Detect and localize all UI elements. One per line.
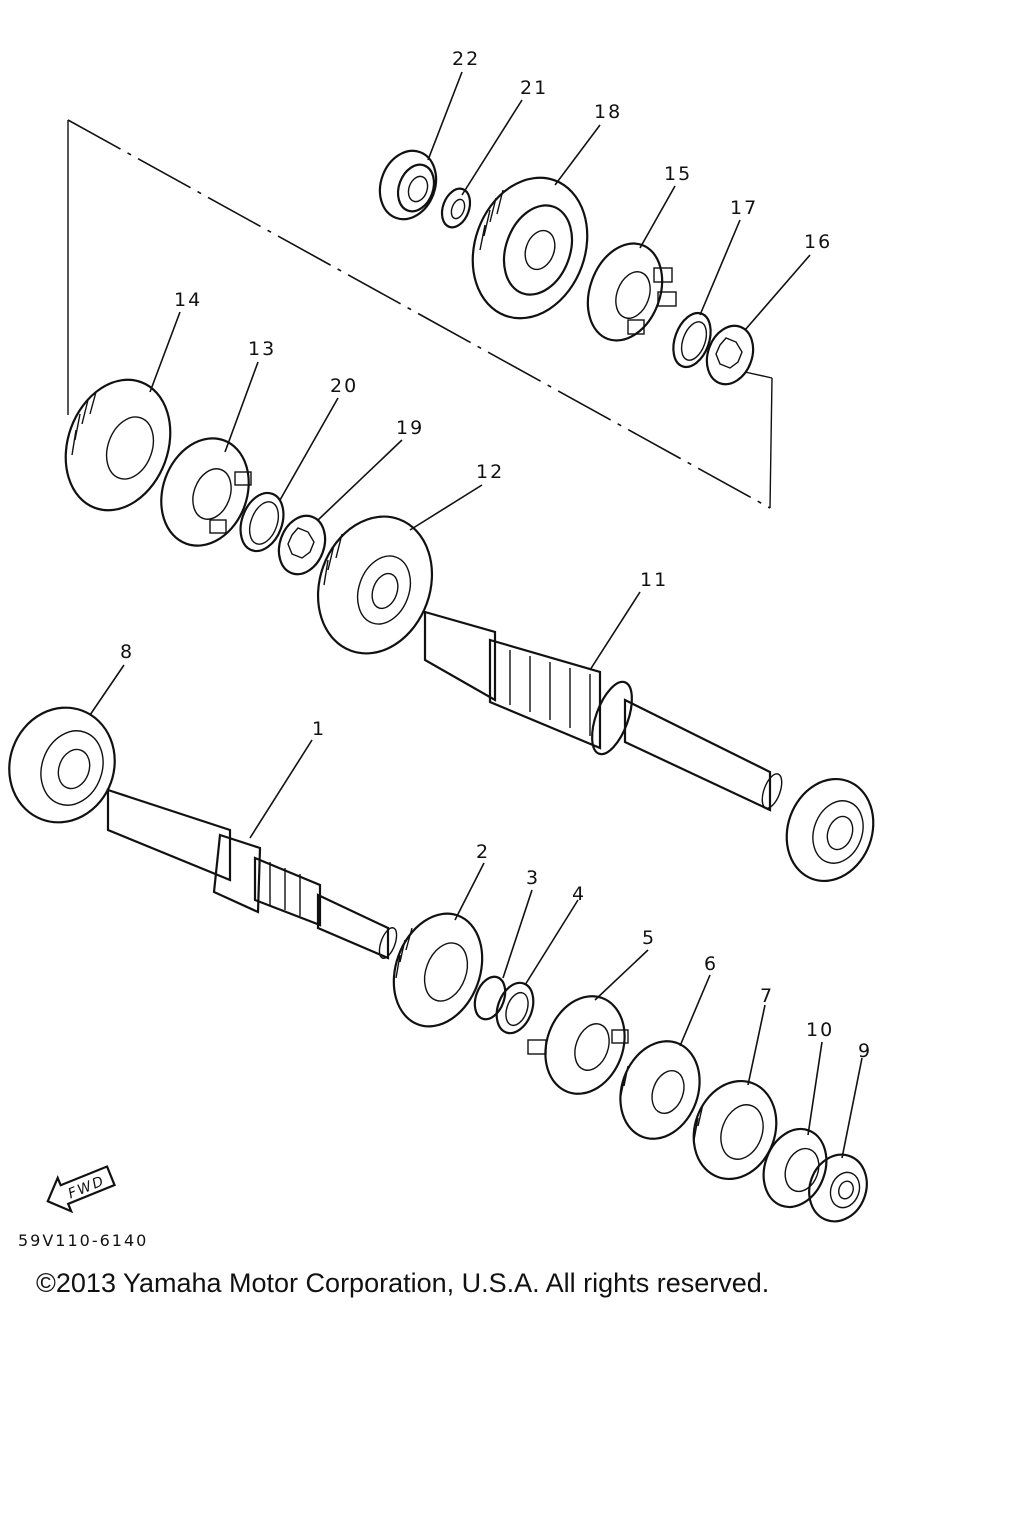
fwd-arrow-icon: FWD <box>46 1165 116 1214</box>
group-boundary-lines <box>67 119 773 509</box>
part-17-circlip <box>672 311 712 369</box>
callout-5: 5 <box>642 927 656 949</box>
part-21-washer <box>440 187 472 229</box>
part-20-circlip <box>239 491 285 553</box>
callout-16: 16 <box>804 231 832 253</box>
callout-14: 14 <box>174 289 202 311</box>
callout-3: 3 <box>526 867 540 889</box>
part-13-dog-gear <box>160 437 252 547</box>
callout-20: 20 <box>330 375 358 397</box>
part-15-dog-gear <box>586 242 677 342</box>
part-11-end-bearing <box>785 777 875 883</box>
callout-21: 21 <box>520 77 548 99</box>
callout-17: 17 <box>730 197 758 219</box>
leader-lines <box>89 71 863 1159</box>
part-8-bearing <box>8 706 116 824</box>
callout-18: 18 <box>594 101 622 123</box>
callout-15: 15 <box>664 163 692 185</box>
callout-1: 1 <box>312 718 326 740</box>
callout-4: 4 <box>572 883 586 905</box>
transmission-exploded-diagram: 22 21 18 15 17 16 14 13 20 19 12 11 8 1 … <box>8 48 875 1250</box>
part-7-gear <box>692 1079 778 1181</box>
part-14-gear <box>64 378 172 512</box>
part-10-bearing <box>762 1127 828 1209</box>
part-4-washer <box>495 981 535 1035</box>
part-3-circlip <box>473 975 507 1021</box>
part-19-splined-washer <box>277 514 327 576</box>
callout-labels: 22 21 18 15 17 16 14 13 20 19 12 11 8 1 … <box>120 48 872 1062</box>
drawing-code: 59V110-6140 <box>18 1231 148 1250</box>
callout-2: 2 <box>476 841 490 863</box>
part-11-drive-shaft <box>423 610 783 812</box>
callout-7: 7 <box>760 985 774 1007</box>
callout-13: 13 <box>248 338 276 360</box>
callout-6: 6 <box>704 953 718 975</box>
callout-22: 22 <box>452 48 480 70</box>
callout-8: 8 <box>120 641 134 663</box>
part-9-oil-seal <box>808 1153 868 1223</box>
part-6-gear <box>619 1040 701 1140</box>
part-18-gear <box>471 176 589 320</box>
part-22-bearing <box>378 149 438 221</box>
part-12-gear <box>316 515 434 655</box>
callout-10: 10 <box>806 1019 834 1041</box>
part-1-main-shaft <box>106 788 398 960</box>
callout-12: 12 <box>476 461 504 483</box>
callout-9: 9 <box>858 1040 872 1062</box>
callout-19: 19 <box>396 417 424 439</box>
copyright-notice: ©2013 Yamaha Motor Corporation, U.S.A. A… <box>36 1268 770 1298</box>
part-5-dog-gear <box>527 995 629 1095</box>
callout-11: 11 <box>640 569 668 591</box>
part-16-splined-washer <box>705 324 755 386</box>
fwd-label: FWD <box>66 1173 108 1202</box>
